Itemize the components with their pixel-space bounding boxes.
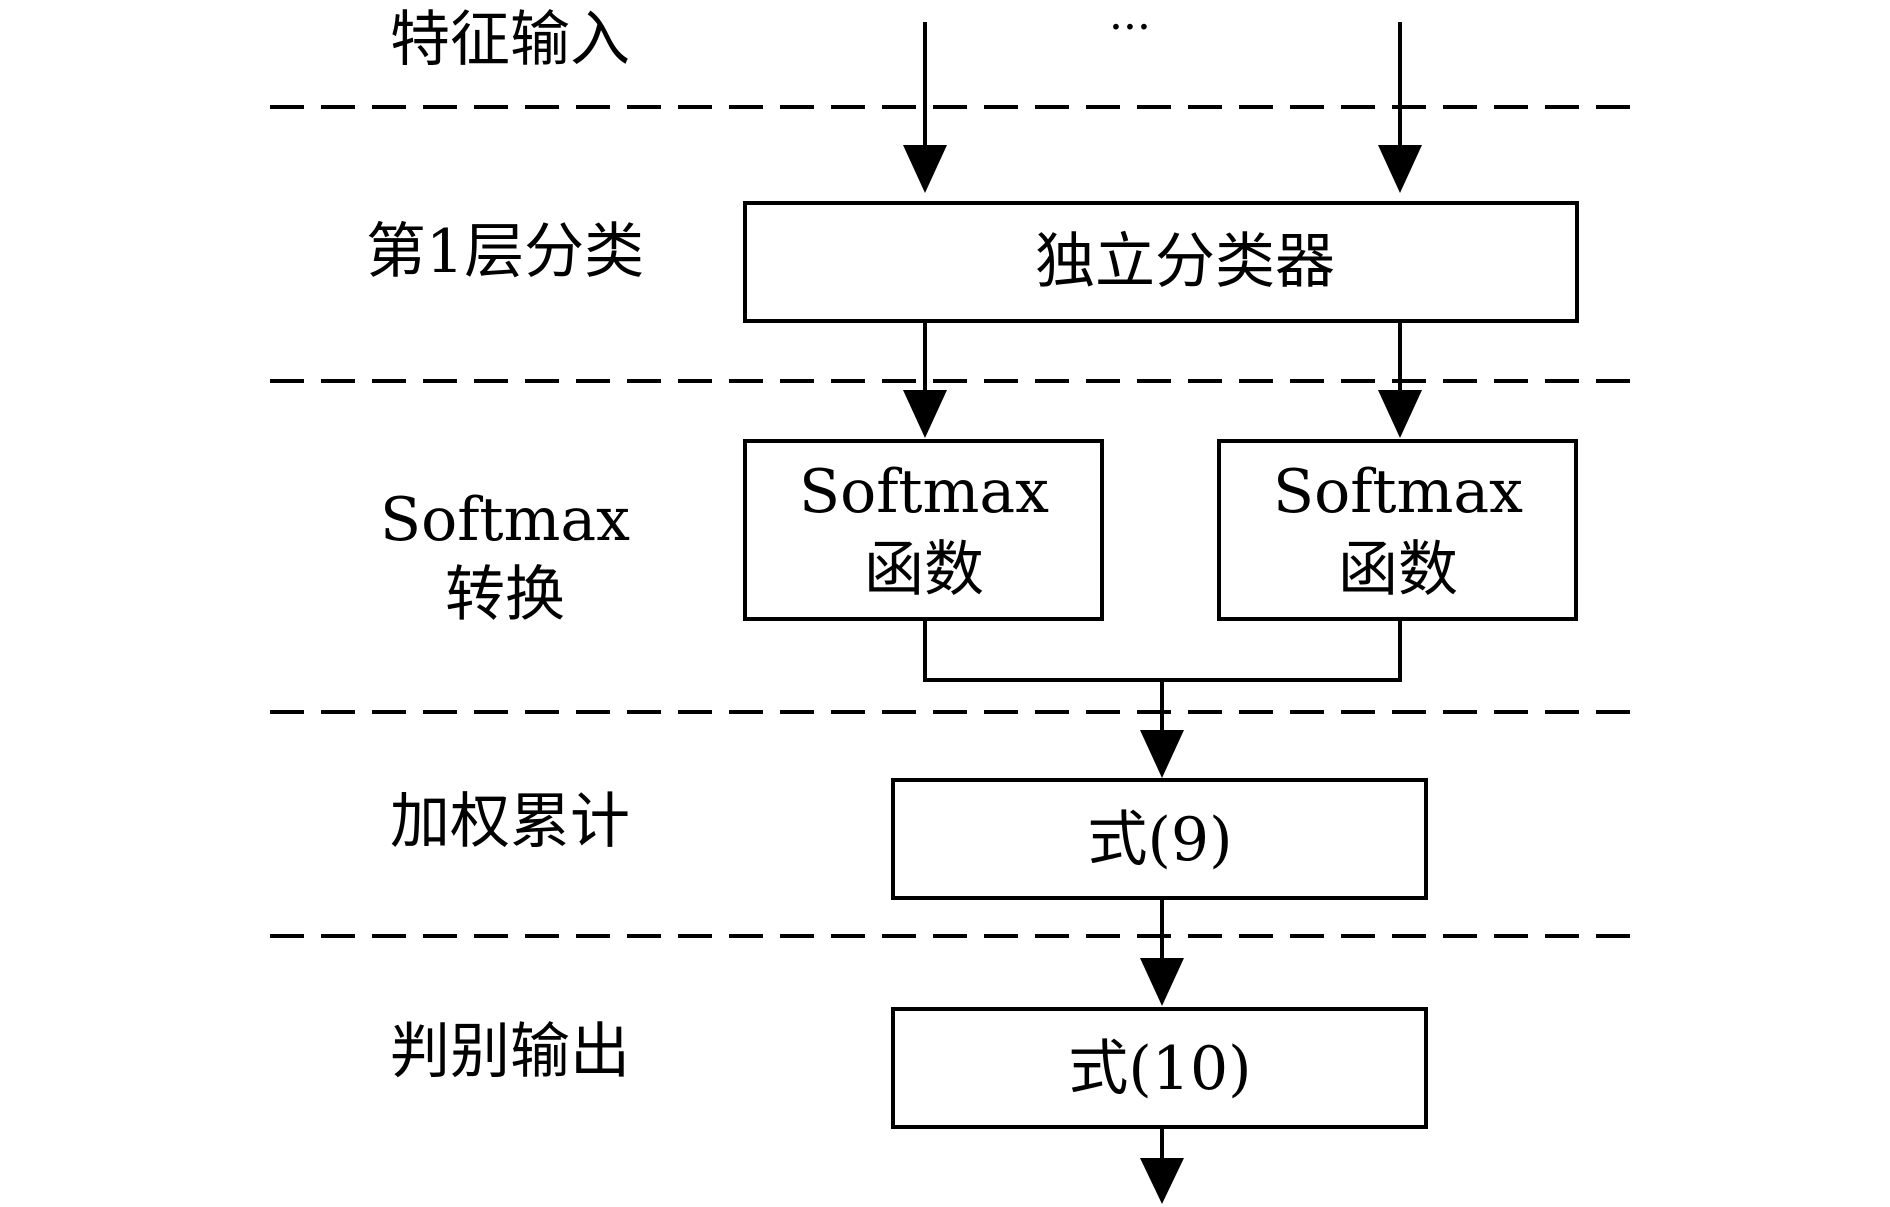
eq9-label: 式(9) [1088, 805, 1233, 875]
input-ellipsis: ··· [1109, 2, 1151, 53]
stage-label-layer1: 第1层分类 [366, 217, 644, 287]
stage-label-weighted-sum: 加权累计 [390, 787, 630, 857]
eq10-box [891, 1007, 1428, 1129]
classifier-to-softmax-right-head [1378, 390, 1422, 438]
stage-label-feature-input: 特征输入 [390, 5, 630, 75]
softmax-right-box [1217, 439, 1578, 621]
eq9-box [891, 778, 1428, 900]
softmax-right-line1: Softmax [1273, 457, 1523, 527]
softmax-right-line2: 函数 [1338, 535, 1458, 605]
stage-label-softmax-line1: Softmax [380, 485, 630, 555]
input-arrow-right-head [1378, 145, 1422, 193]
merge-to-eq9-head [1140, 730, 1184, 778]
independent-classifier-label: 独立分类器 [1035, 227, 1335, 297]
merge-connector [923, 619, 1402, 682]
eq9-to-eq10-head [1140, 958, 1184, 1006]
stage-label-softmax-line2: 转换 [445, 560, 565, 630]
eq10-label: 式(10) [1068, 1034, 1251, 1104]
independent-classifier-box [743, 201, 1579, 323]
softmax-left-line1: Softmax [799, 457, 1049, 527]
output-arrow-head [1140, 1158, 1184, 1204]
stage-label-decision-output: 判别输出 [390, 1017, 630, 1087]
input-arrow-left-head [903, 145, 947, 193]
classifier-to-softmax-left-head [903, 390, 947, 438]
softmax-left-line2: 函数 [864, 535, 984, 605]
